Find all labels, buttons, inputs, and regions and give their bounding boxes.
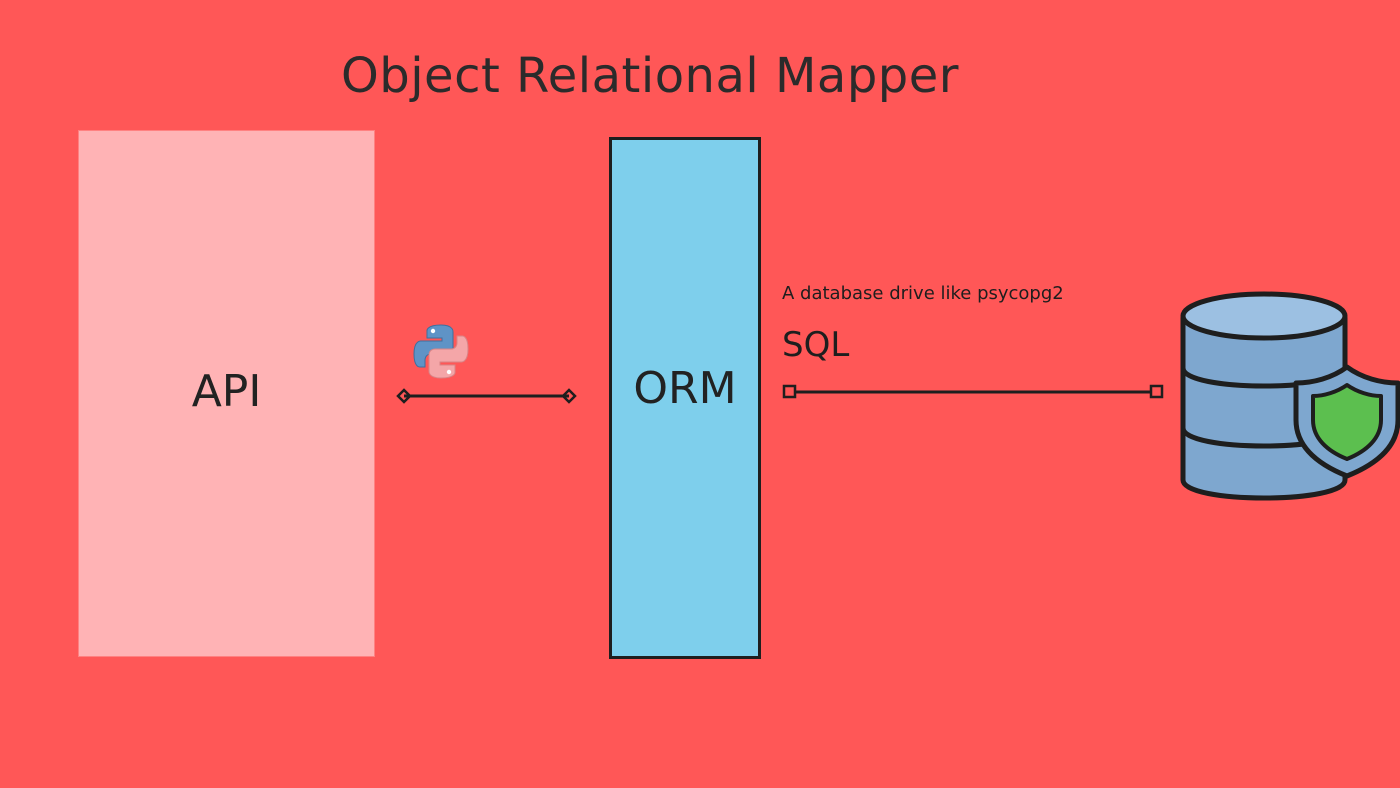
diagram-title-text: Object Relational Mapper [340,48,960,104]
orm-db-connector [782,384,1164,399]
sql-label: SQL [782,325,850,365]
api-orm-start-diamond [396,388,412,404]
diagram-title: Object Relational Mapper [0,48,1280,104]
python-logo-icon [413,324,469,379]
orm-db-end-square [1149,384,1164,399]
api-label: API [191,366,262,417]
driver-label: A database drive like psycopg2 [782,283,1064,304]
database-shield-icon [1180,291,1400,501]
api-orm-connector [396,388,577,404]
api-orm-end-diamond [561,388,577,404]
orm-box: ORM [609,137,761,659]
orm-label: ORM [633,362,737,414]
api-box: API [79,131,374,656]
orm-db-start-square [782,384,797,399]
